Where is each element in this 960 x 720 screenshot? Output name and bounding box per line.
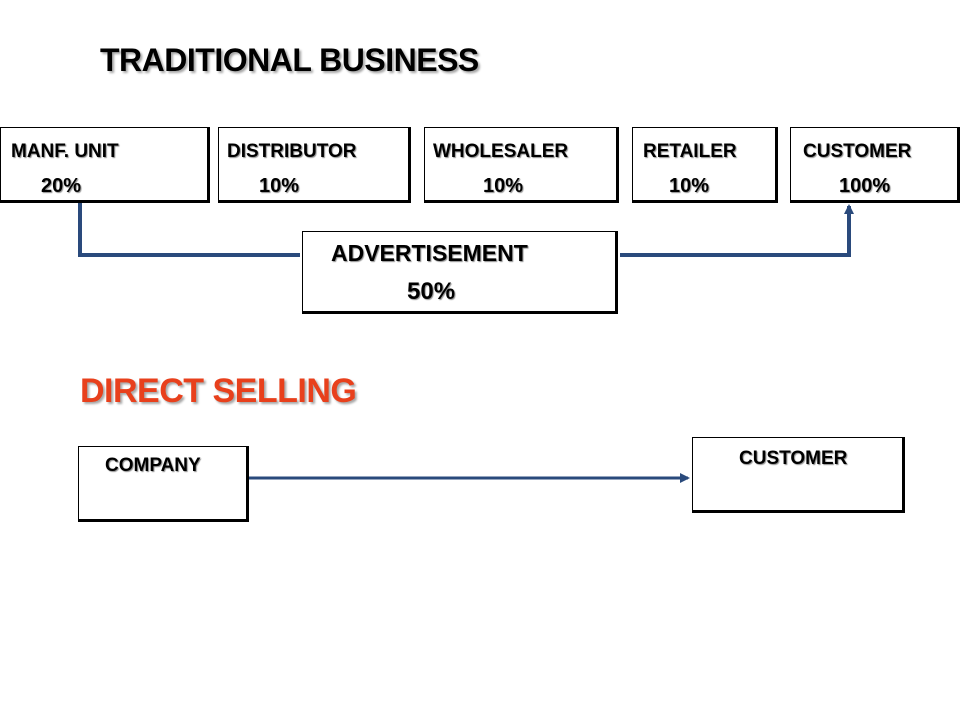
box-advertisement: ADVERTISEMENT 50% [302, 231, 618, 314]
box-customer-traditional: CUSTOMER 100% [790, 127, 960, 203]
title-direct-selling: DIRECT SELLING [80, 372, 357, 410]
box-manf-unit: MANF. UNIT 20% [0, 127, 210, 203]
connector-manf-to-advertisement [78, 203, 300, 257]
connector-advertisement-to-customer [620, 204, 854, 257]
box-company: COMPANY [78, 446, 249, 522]
box-label: RETAILER [643, 141, 737, 162]
box-percent: 50% [407, 278, 456, 305]
box-customer-direct: CUSTOMER [692, 437, 905, 513]
box-label: DISTRIBUTOR [227, 141, 357, 162]
box-percent: 10% [483, 175, 524, 197]
box-label: MANF. UNIT [11, 141, 119, 162]
box-label: WHOLESALER [433, 141, 569, 162]
title-traditional-business: TRADITIONAL BUSINESS [100, 42, 479, 78]
box-distributor: DISTRIBUTOR 10% [218, 127, 411, 203]
box-label: COMPANY [105, 455, 201, 476]
box-percent: 10% [669, 175, 710, 197]
box-percent: 100% [839, 175, 891, 197]
box-retailer: RETAILER 10% [632, 127, 778, 203]
box-label: CUSTOMER [739, 448, 848, 469]
box-label: CUSTOMER [803, 141, 912, 162]
box-percent: 10% [259, 175, 300, 197]
box-label: ADVERTISEMENT [331, 240, 528, 266]
box-wholesaler: WHOLESALER 10% [424, 127, 619, 203]
box-percent: 20% [41, 175, 82, 197]
